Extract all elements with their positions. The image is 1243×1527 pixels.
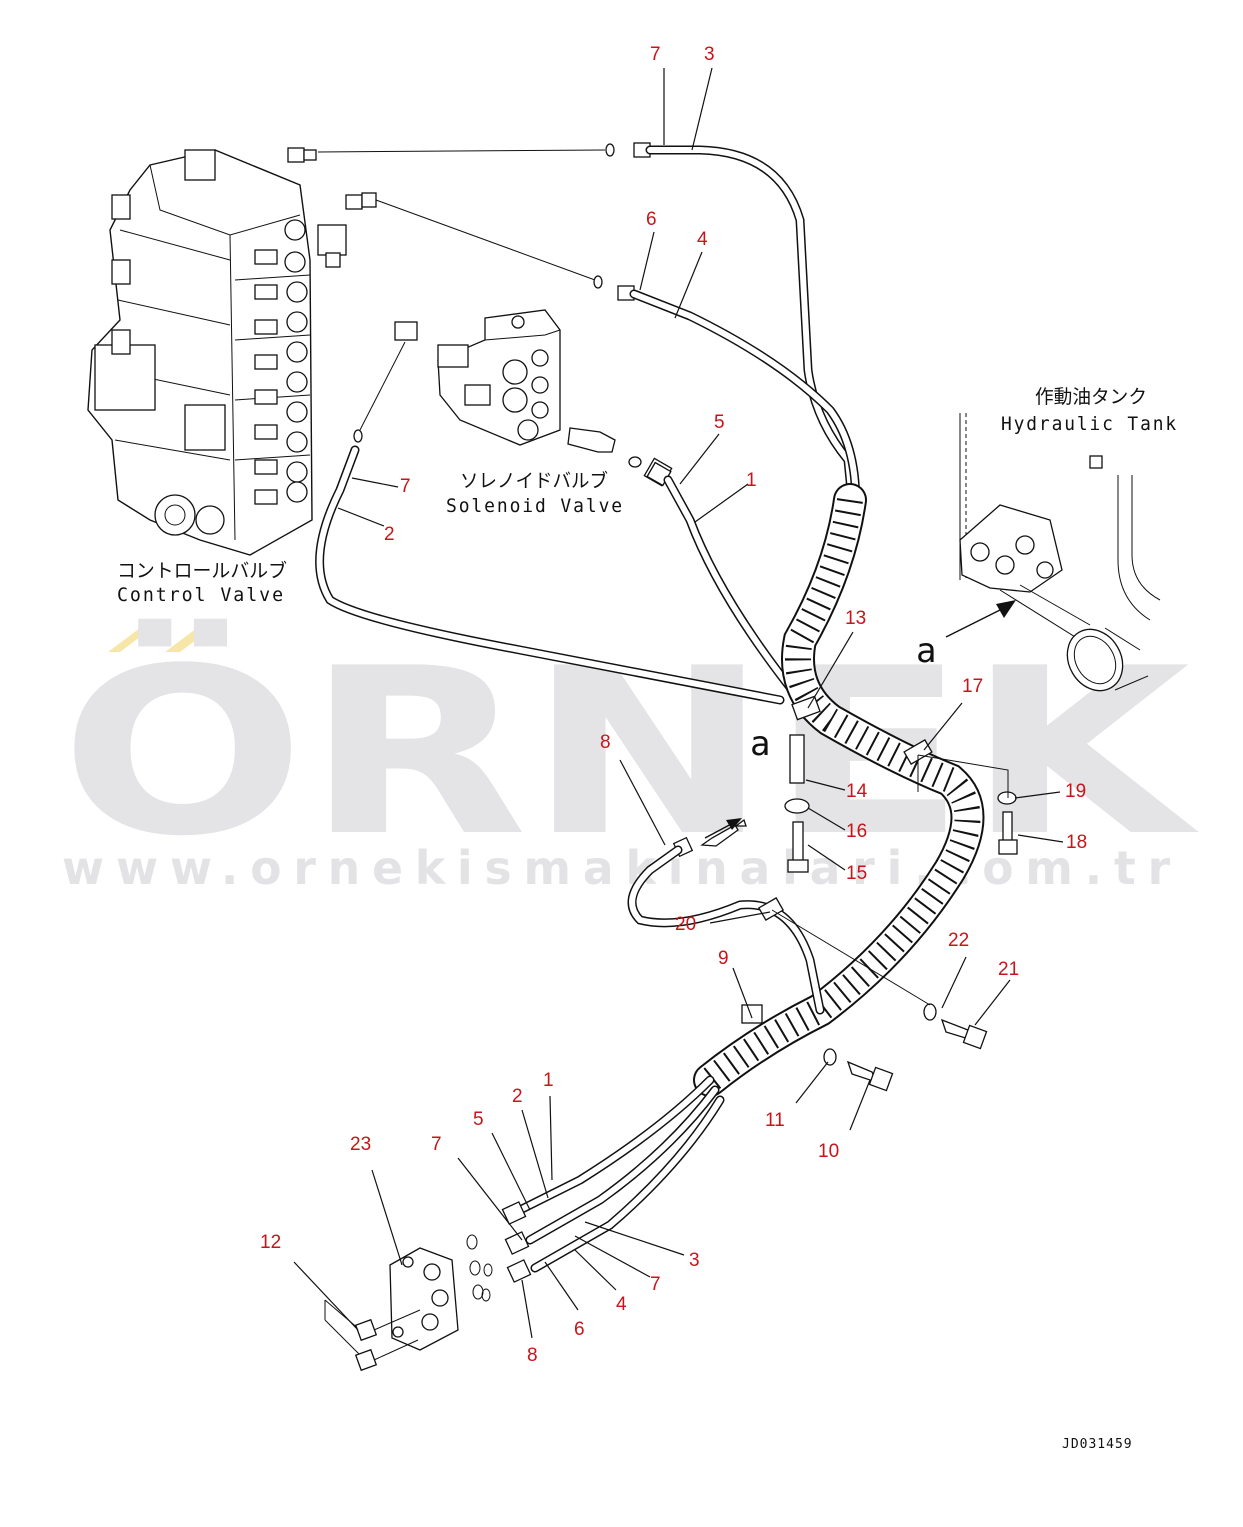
solenoid-valve-label-jp: ソレノイドバルブ — [460, 469, 608, 492]
watermark-accent-right — [165, 628, 212, 652]
callout-6-top: 6 — [646, 209, 657, 230]
diagram-labels: コントロールバルブ Control Valve ソレノイドバルブ Solenoi… — [117, 386, 1178, 1452]
callout-numbers: 7 3 6 4 5 1 7 2 13 17 8 14 16 15 19 18 2… — [260, 44, 1087, 1366]
callout-7-left: 7 — [400, 476, 411, 497]
view-a-label-small: a — [750, 724, 770, 764]
callout-10: 10 — [818, 1141, 839, 1162]
callout-7-bottom-left: 7 — [431, 1134, 442, 1155]
callout-16: 16 — [846, 821, 867, 842]
callout-15: 15 — [846, 863, 867, 884]
callout-12: 12 — [260, 1232, 281, 1253]
callout-3-top: 3 — [704, 44, 715, 65]
callout-13: 13 — [845, 608, 866, 629]
solenoid-valve-drawing — [437, 309, 673, 487]
view-a-arrows — [704, 600, 1016, 839]
callout-14: 14 — [846, 781, 868, 802]
callout-21: 21 — [998, 959, 1019, 980]
hose-assembly — [315, 142, 1018, 1283]
callout-2-left: 2 — [384, 524, 395, 545]
hydraulic-tank-drawing — [959, 413, 1161, 692]
callout-3-bottom: 3 — [689, 1250, 700, 1271]
callout-17: 17 — [962, 676, 983, 697]
callout-11: 11 — [765, 1110, 785, 1131]
callout-20: 20 — [675, 914, 696, 935]
callout-22: 22 — [948, 930, 969, 951]
block-23-drawing — [324, 1234, 493, 1372]
callout-7-bottom-right: 7 — [650, 1274, 661, 1295]
callout-1-bottom: 1 — [543, 1070, 554, 1091]
control-valve-drawing — [87, 147, 418, 556]
hydraulic-tank-label-en: Hydraulic Tank — [1001, 413, 1178, 435]
watermark-url: www.ornekismakinalari.com.tr — [62, 841, 1182, 895]
solenoid-valve-label-en: Solenoid Valve — [446, 495, 624, 517]
leader-lines — [293, 67, 1064, 1339]
watermark-accent-left — [108, 628, 152, 652]
control-valve-label-en: Control Valve — [117, 584, 285, 606]
callout-8-bottom: 8 — [527, 1345, 538, 1366]
view-a-label-main: a — [916, 631, 936, 671]
control-valve-label-jp: コントロールバルブ — [117, 559, 287, 582]
hydraulic-tank-label-jp: 作動油タンク — [1035, 386, 1147, 408]
callout-1-top: 1 — [746, 470, 757, 491]
watermark: ÖRNEK www.ornekismakinalari.com.tr — [60, 618, 1200, 895]
callout-4-bottom: 4 — [616, 1294, 627, 1315]
callout-5-top: 5 — [714, 412, 725, 433]
callout-7-top: 7 — [650, 44, 661, 65]
callout-8-mid: 8 — [600, 732, 611, 753]
callout-18: 18 — [1066, 832, 1087, 853]
callout-9: 9 — [718, 948, 729, 969]
callout-19: 19 — [1065, 781, 1086, 802]
callout-23: 23 — [350, 1134, 371, 1155]
callout-5-bottom: 5 — [473, 1109, 484, 1130]
callout-4-top: 4 — [697, 229, 708, 250]
callout-2-bottom: 2 — [512, 1086, 523, 1107]
callout-6-bottom: 6 — [574, 1319, 585, 1340]
drawing-code: JD031459 — [1062, 1437, 1133, 1452]
